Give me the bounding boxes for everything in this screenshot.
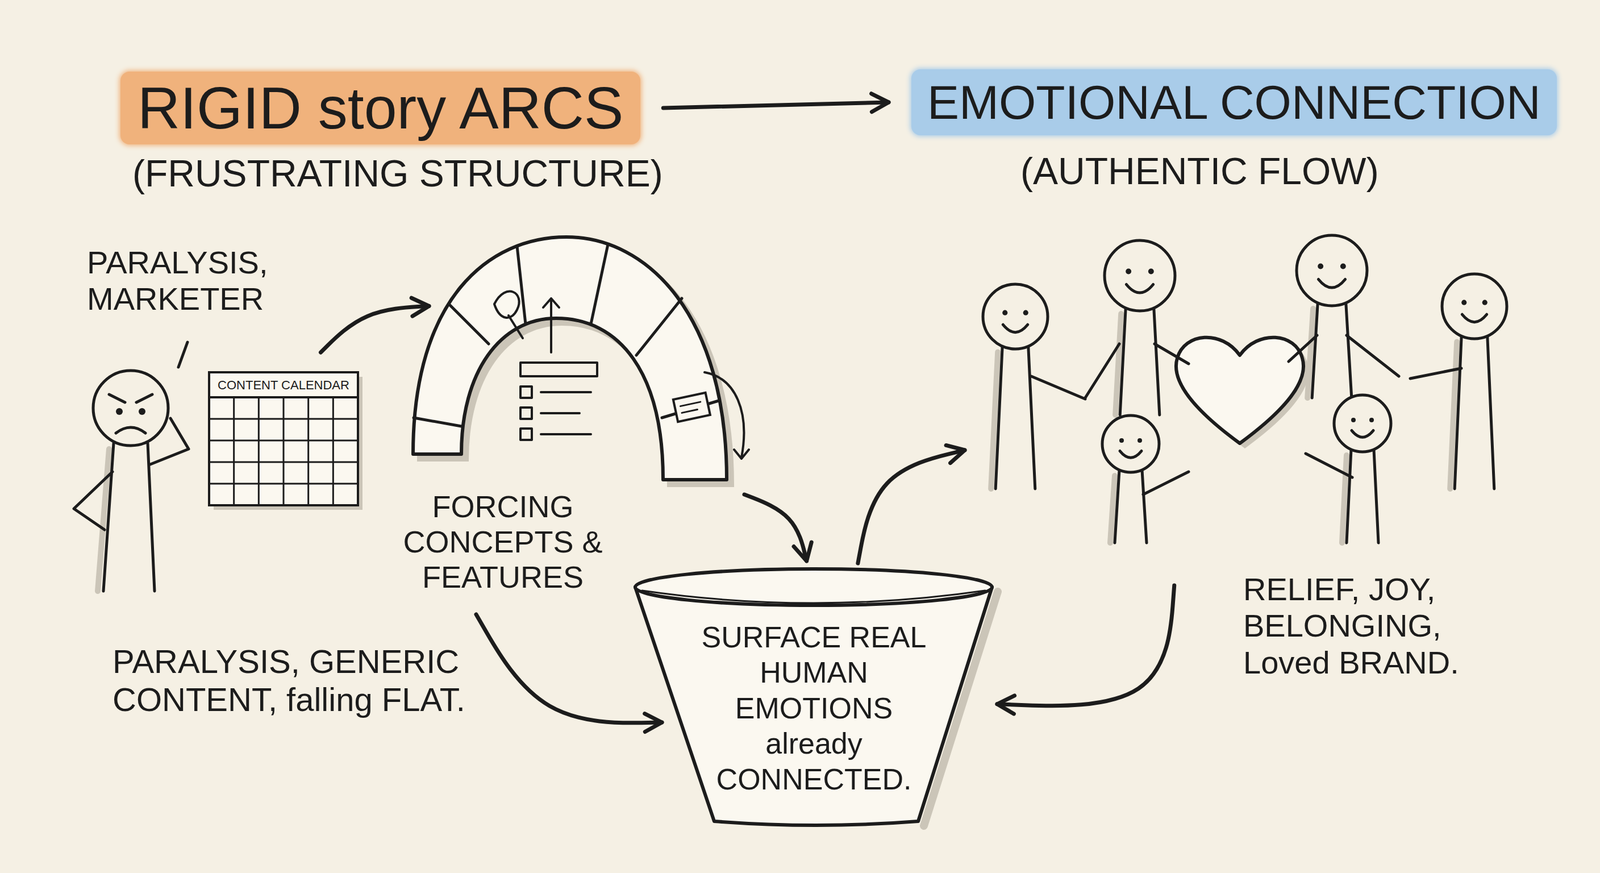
emotion-funnel: SURFACE REAL HUMAN EMOTIONS already CONN… [630,565,998,827]
arch-caption: FORCING CONCEPTS & FEATURES [400,488,606,595]
note-text: PARALYSIS, GENERIC CONTENT, falling FLAT… [112,642,488,719]
callout-text: PARALYSIS, MARKETER [86,244,315,318]
subheading: (FRUSTRATING STRUCTURE) [132,152,664,196]
story-arch: FORCING CONCEPTS & FEATURES [409,230,731,483]
outcome-text: RELIEF, JOY, BELONGING, Loved BRAND. [1243,571,1488,681]
problem-note: PARALYSIS, GENERIC CONTENT, falling FLAT… [112,642,488,719]
people-group: RELIEF, JOY, BELONGING, Loved BRAND. [977,227,1518,546]
leader-line [178,342,188,368]
title-highlight: EMOTIONAL CONNECTION(AUTHENTIC FLOW) [911,69,1557,136]
flow-arrow [857,450,965,564]
flow-arrow [476,614,662,723]
calendar-header: CONTENT CALENDAR [217,377,350,393]
subheading: (AUTHENTIC FLOW) [1020,150,1379,194]
heading: EMOTIONAL CONNECTION [927,78,1541,127]
funnel-text: SURFACE REAL HUMAN EMOTIONS already CONN… [687,619,941,797]
content-calendar: CONTENT CALENDAR [209,372,358,506]
people-group-outline [977,227,1518,546]
flow-arrow [663,102,889,108]
flow-arrow [321,306,430,353]
heading: RIGID story ARCS [137,78,624,138]
content-calendar-outline [209,372,358,506]
flow-arrow [744,494,807,561]
story-arch-outline [409,230,731,483]
flow-arrow [997,585,1175,706]
title-highlight: RIGID story ARCS(FRUSTRATING STRUCTURE) [120,71,641,145]
